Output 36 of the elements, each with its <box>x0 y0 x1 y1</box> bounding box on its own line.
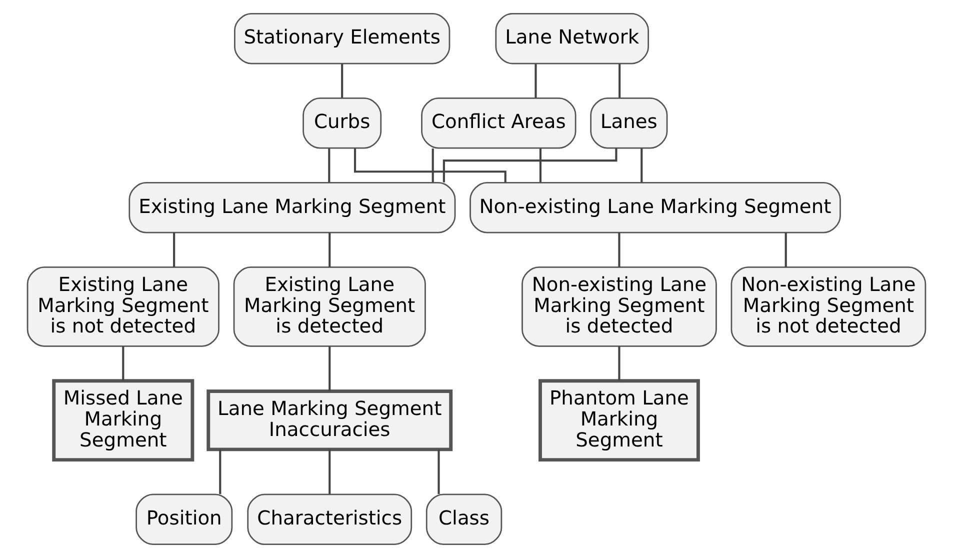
connector <box>328 148 330 182</box>
node-box: Conflict Areas <box>421 97 576 149</box>
node-box: Characteristics <box>247 494 412 546</box>
connector <box>618 64 621 98</box>
connector <box>219 450 222 494</box>
connector <box>618 232 620 268</box>
connector <box>618 346 620 381</box>
node-box: Class <box>426 494 502 546</box>
node-box: Lanes <box>590 97 668 149</box>
node-box: Existing Lane Marking Segment is not detected <box>26 266 220 347</box>
node-box: Non-existing Lane Marking Segment <box>470 182 841 234</box>
connector <box>354 148 506 183</box>
node-box: Lane Marking Segment Inaccuracies <box>206 390 453 452</box>
node-box: Missed Lane Marking Segment <box>52 379 194 462</box>
node-box: Curbs <box>302 97 382 149</box>
connector <box>442 148 618 182</box>
node-box: Non-existing Lane Marking Segment is not detected <box>730 266 926 347</box>
connector <box>173 232 176 268</box>
connector <box>328 346 331 392</box>
connector <box>534 64 537 98</box>
connector <box>539 148 542 182</box>
connector <box>122 346 124 381</box>
node-box: Stationary Elements <box>234 12 450 64</box>
connector <box>784 232 787 268</box>
connector <box>328 232 331 268</box>
connector <box>328 450 331 494</box>
connector <box>438 450 440 494</box>
node-box: Position <box>136 494 233 546</box>
node-box: Non-existing Lane Marking Segment is detected <box>522 266 717 347</box>
connector <box>432 148 434 182</box>
node-box: Existing Lane Marking Segment is detected <box>233 266 426 347</box>
connector <box>640 148 643 182</box>
connector <box>341 64 344 98</box>
node-box: Phantom Lane Marking Segment <box>538 379 700 462</box>
node-box: Lane Network <box>495 12 650 64</box>
node-box: Existing Lane Marking Segment <box>128 182 456 234</box>
